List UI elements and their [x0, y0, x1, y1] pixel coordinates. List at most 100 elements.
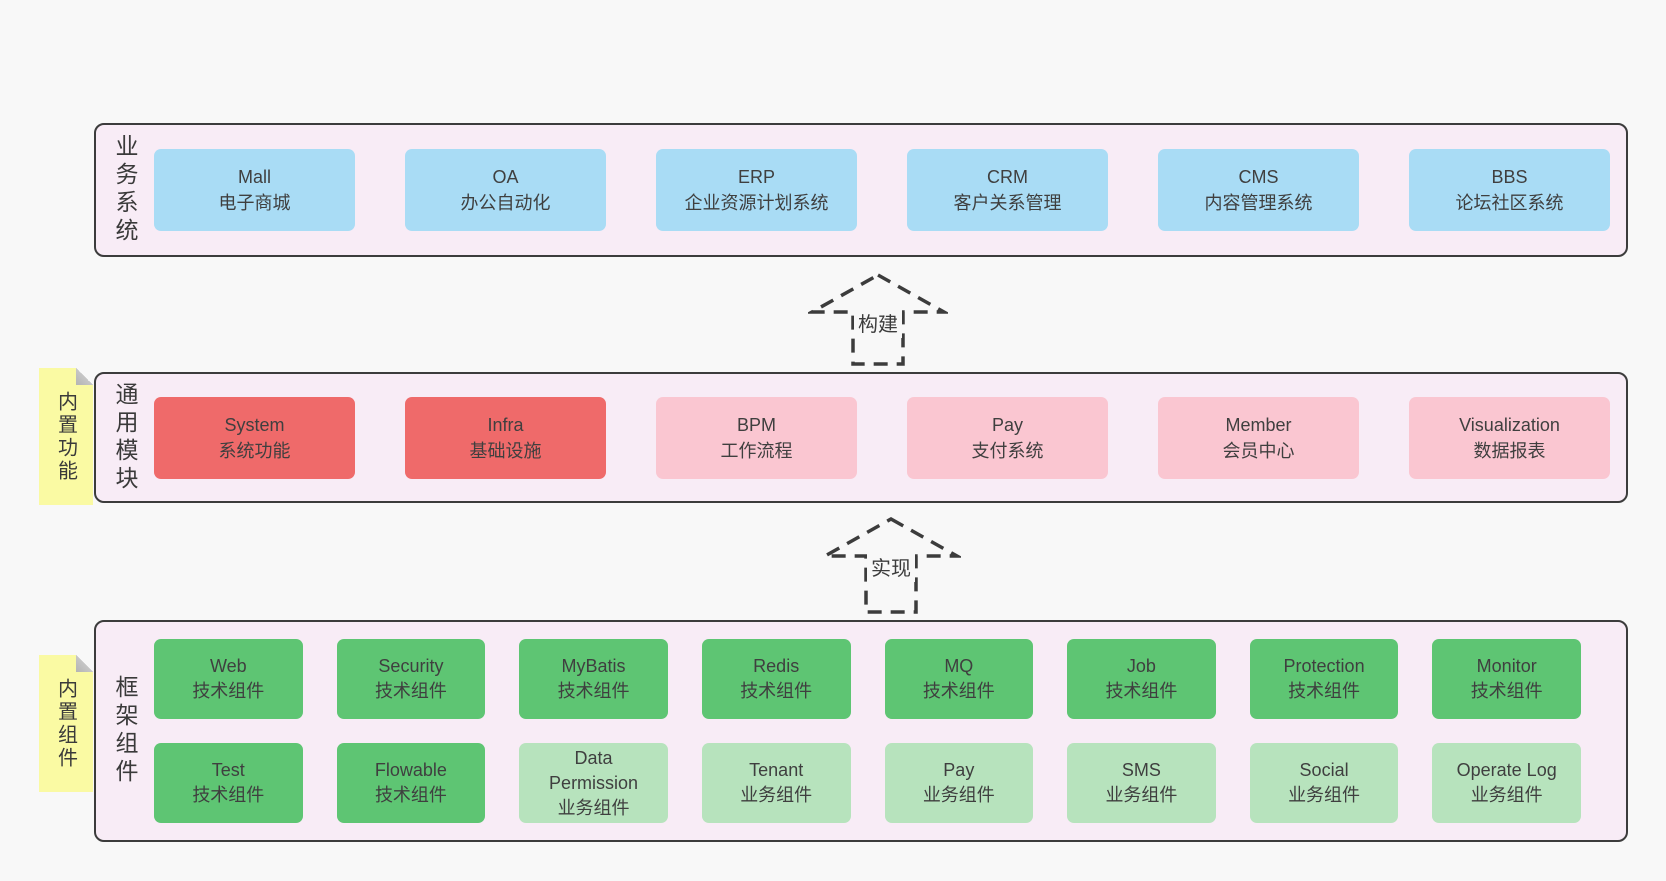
module-subtitle: 技术组件 [374, 681, 447, 701]
module-name: Redis [753, 656, 800, 676]
module-box-mybatis: MyBatis 技术组件 [519, 639, 668, 719]
module-box-tenant: Tenant 业务组件 [701, 743, 851, 823]
module-box-web: Web 技术组件 [154, 639, 303, 719]
module-subtitle: 业务组件 [557, 797, 630, 818]
module-subtitle: 系统功能 [218, 440, 291, 461]
module-box-test: Test 技术组件 [154, 743, 303, 823]
module-name: Pay [991, 414, 1024, 435]
module-box-mq: MQ 技术组件 [884, 639, 1034, 719]
module-name: CRM [987, 167, 1028, 187]
module-box-sms: SMS 业务组件 [1067, 743, 1216, 823]
module-name: System [224, 414, 285, 435]
arrow-label-background [867, 554, 915, 582]
layer-common-modules: 通用模块 System 系统功能 Infra 基础设施 BPM 工作流程 Pay 支付系统 Me… [94, 372, 1628, 503]
module-subtitle: 企业资源计划系统 [684, 193, 829, 213]
module-subtitle: 数据报表 [1473, 440, 1546, 461]
module-name: Web [209, 656, 247, 676]
module-box-job: Job 技术组件 [1067, 639, 1216, 719]
module-name: Test [211, 760, 245, 780]
module-name: Tenant [749, 760, 804, 780]
module-box-redis: Redis 技术组件 [701, 639, 851, 719]
module-subtitle: 技术组件 [1288, 681, 1361, 701]
module-subtitle: 技术组件 [1105, 681, 1178, 701]
module-subtitle: 业务组件 [1470, 785, 1543, 805]
module-box-operate-log: Operate Log 业务组件 [1432, 743, 1581, 823]
arrow-build-up: 构建 [808, 272, 948, 366]
arrow-label: 实现 [871, 557, 911, 580]
module-box-security: Security 技术组件 [336, 639, 486, 719]
module-name: Social [1299, 760, 1349, 780]
module-name: Mall [237, 167, 271, 187]
module-subtitle: 会员中心 [1222, 440, 1295, 461]
module-box-monitor: Monitor 技术组件 [1432, 639, 1581, 719]
layer-body-common-modules: System 系统功能 Infra 基础设施 BPM 工作流程 Pay 支付系统 Member 会… [154, 374, 1626, 501]
module-name: Job [1126, 656, 1156, 676]
arrow-implement-up: 实现 [821, 516, 961, 614]
module-name: BBS [1491, 167, 1528, 187]
module-subtitle: 技术组件 [192, 681, 265, 701]
module-subtitle: 客户关系管理 [953, 193, 1062, 213]
module-subtitle: 技术组件 [1470, 681, 1543, 701]
layer-business-systems: 业务系统 Mall 电子商城 OA 办公自动化 ERP 企业资源计划系统 CRM 客户关系管理… [94, 123, 1628, 257]
module-name: ERP [737, 167, 775, 187]
sticky-note-built-in-components: 内置组件 [39, 655, 93, 792]
layer-title-common-modules: 通用模块 [112, 381, 138, 494]
layer-title-business-systems: 业务系统 [112, 134, 138, 246]
arrow-label-background [854, 310, 902, 338]
module-subtitle: 业务组件 [922, 785, 995, 805]
module-box-crm: CRM 客户关系管理 [907, 149, 1108, 231]
module-box-infra: Infra 基础设施 [405, 396, 606, 479]
module-subtitle: 办公自动化 [460, 193, 551, 213]
module-subtitle: 电子商城 [218, 193, 291, 213]
module-name: MQ [944, 656, 974, 676]
module-name: Flowable [374, 760, 447, 780]
sticky-note-built-in-features: 内置功能 [39, 368, 93, 505]
module-row: Mall 电子商城 OA 办公自动化 ERP 企业资源计划系统 CRM 客户关系管理 CMS 内容… [154, 149, 1610, 231]
module-name: Member [1225, 414, 1292, 435]
module-name: MyBatis [561, 656, 626, 676]
layer-body-business-systems: Mall 电子商城 OA 办公自动化 ERP 企业资源计划系统 CRM 客户关系管理 CMS 内容… [154, 125, 1626, 255]
module-subtitle: 支付系统 [971, 440, 1044, 461]
module-subtitle: 基础设施 [469, 440, 542, 461]
module-box-pay: Pay 业务组件 [884, 743, 1034, 823]
module-box-bbs: BBS 论坛社区系统 [1409, 149, 1610, 231]
module-name: Security [378, 656, 444, 676]
module-box-cms: CMS 内容管理系统 [1158, 149, 1359, 231]
module-subtitle: 工作流程 [720, 440, 793, 461]
module-box-bpm: BPM 工作流程 [656, 396, 857, 479]
module-subtitle: 技术组件 [740, 681, 813, 701]
module-subtitle: 技术组件 [192, 785, 265, 805]
module-name: Data Permission [549, 747, 639, 793]
module-box-member: Member 会员中心 [1158, 396, 1359, 479]
module-box-pay: Pay 支付系统 [907, 396, 1108, 479]
module-subtitle: 技术组件 [922, 681, 995, 701]
module-box-erp: ERP 企业资源计划系统 [656, 149, 857, 231]
module-subtitle: 技术组件 [557, 681, 630, 701]
module-subtitle: 内容管理系统 [1204, 193, 1313, 213]
module-subtitle: 业务组件 [740, 785, 813, 805]
module-name: Pay [943, 760, 975, 780]
module-name: Protection [1283, 656, 1365, 676]
module-box-data-permission: Data Permission 业务组件 [519, 743, 668, 823]
module-name: OA [492, 167, 519, 187]
module-name: BPM [736, 414, 776, 435]
module-name: Infra [487, 414, 524, 435]
module-subtitle: 论坛社区系统 [1455, 193, 1564, 213]
module-name: SMS [1121, 760, 1161, 780]
module-name: CMS [1238, 167, 1279, 187]
module-name: Operate Log [1456, 760, 1557, 780]
module-box-system: System 系统功能 [154, 396, 355, 479]
layer-title-framework-components: 框架组件 [112, 675, 138, 787]
module-name: Monitor [1476, 656, 1537, 676]
module-row: System 系统功能 Infra 基础设施 BPM 工作流程 Pay 支付系统 Member 会… [154, 396, 1610, 479]
module-box-mall: Mall 电子商城 [154, 149, 355, 231]
module-subtitle: 业务组件 [1105, 785, 1178, 805]
